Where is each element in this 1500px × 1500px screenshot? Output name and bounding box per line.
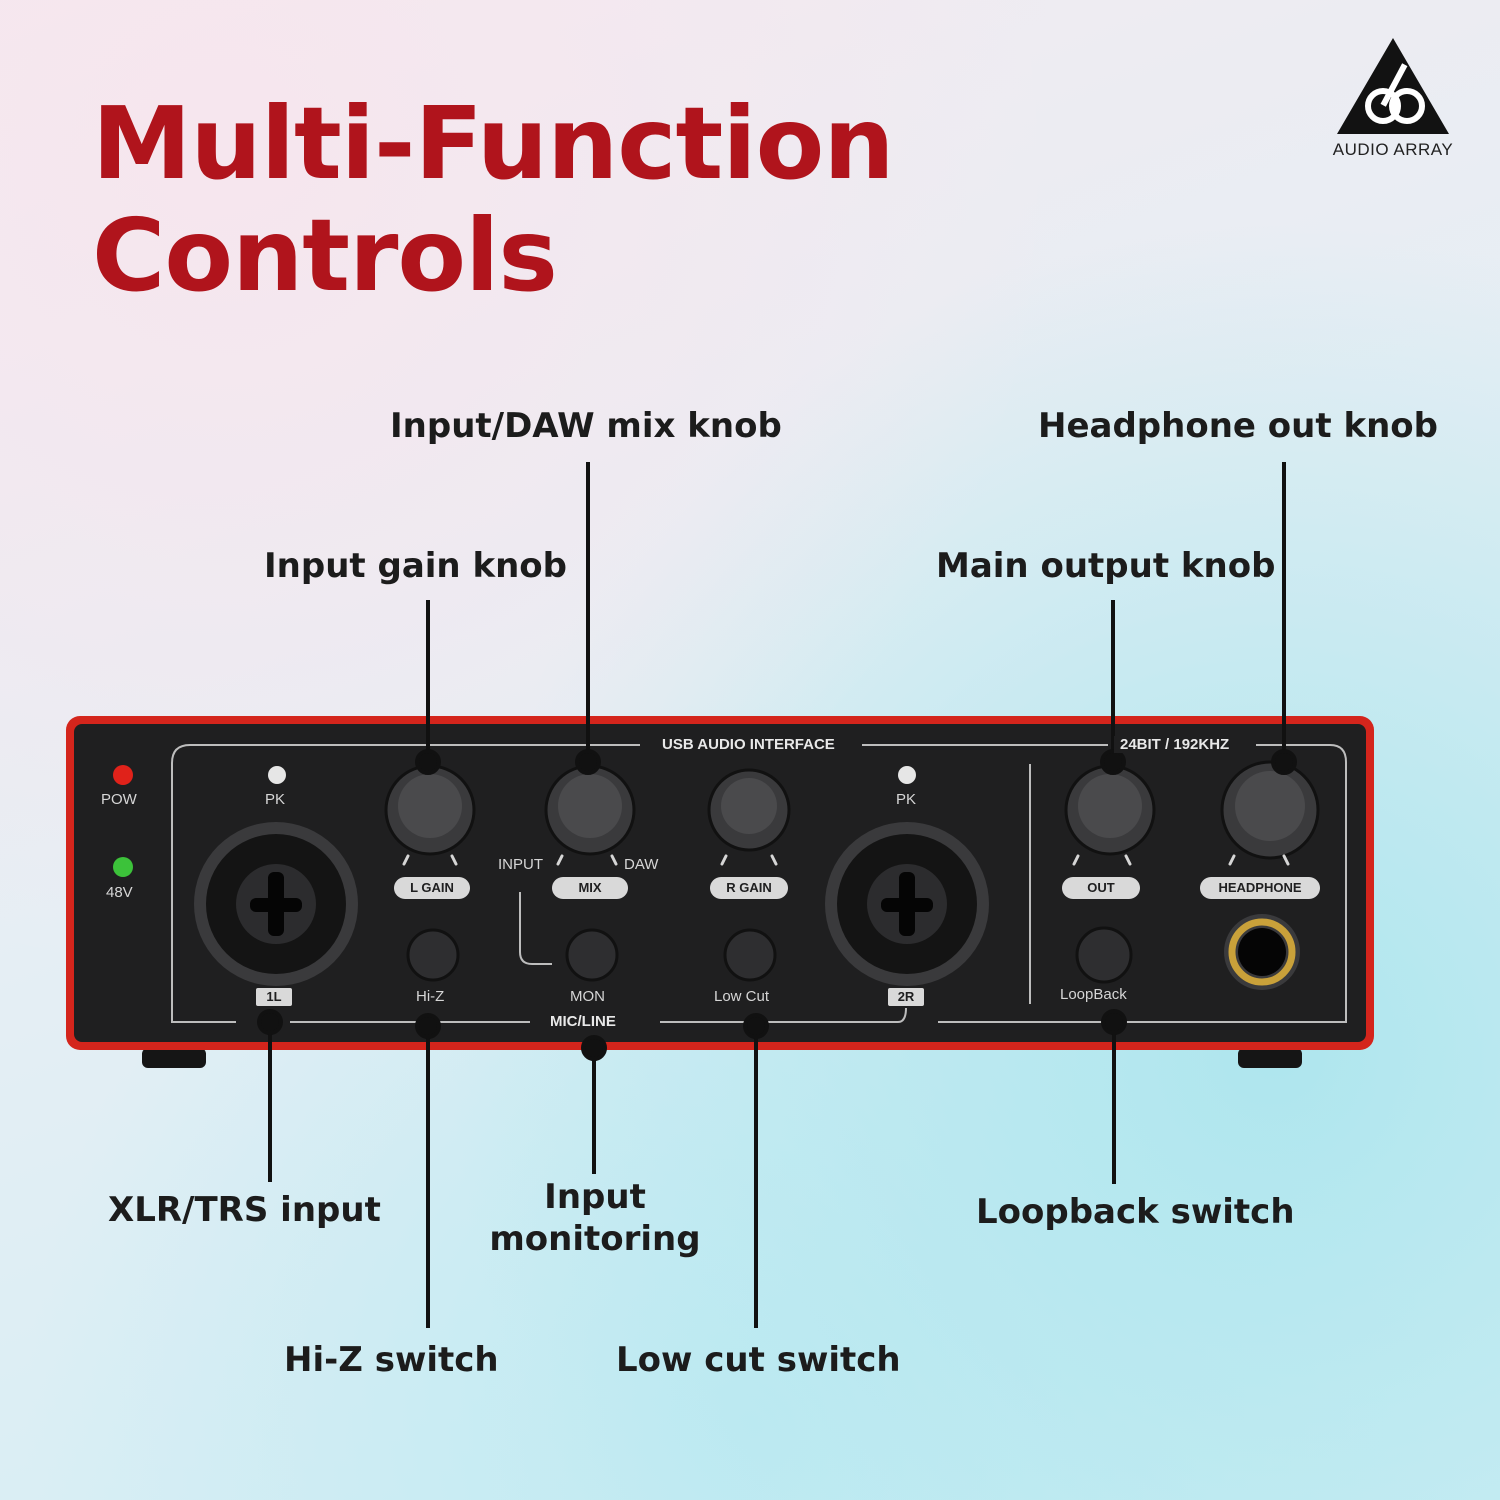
- pow-led-icon: [113, 765, 133, 785]
- combo-jack-left-icon: [194, 822, 358, 986]
- headline-line-1: Multi-Function: [92, 85, 895, 202]
- device-foot-left: [142, 1048, 206, 1068]
- ch1-tag: 1L: [256, 988, 292, 1006]
- callout-xlr-trs: XLR/TRS input: [108, 1190, 381, 1230]
- headphone-jack-icon: [1224, 914, 1300, 990]
- callout-input-gain: Input gain knob: [264, 546, 567, 586]
- mon-label: MON: [570, 988, 605, 1005]
- daw-label: DAW: [624, 856, 659, 873]
- triangle-logo-icon: [1337, 38, 1449, 134]
- usb-interface-label: USB AUDIO INTERFACE: [656, 736, 841, 753]
- low-cut-button-icon: [723, 928, 777, 982]
- input-label: INPUT: [498, 856, 543, 873]
- headline-line-2: Controls: [92, 197, 558, 314]
- loopback-label: LoopBack: [1060, 986, 1127, 1003]
- callout-loopback: Loopback switch: [976, 1192, 1295, 1232]
- callout-low-cut: Low cut switch: [616, 1340, 901, 1380]
- ch2-tag: 2R: [888, 988, 924, 1006]
- l-gain-label: L GAIN: [394, 877, 470, 899]
- pow-label: POW: [101, 791, 137, 808]
- callout-headphone: Headphone out knob: [1038, 406, 1438, 446]
- brand-logo: AUDIO ARRAY: [1318, 36, 1468, 160]
- mic-line-label: MIC/LINE: [546, 1013, 620, 1030]
- callout-main-output: Main output knob: [936, 546, 1276, 586]
- out-label: OUT: [1062, 877, 1140, 899]
- headphone-label: HEADPHONE: [1200, 877, 1320, 899]
- low-cut-label: Low Cut: [714, 988, 770, 1005]
- callout-hi-z: Hi-Z switch: [284, 1340, 499, 1380]
- r-gain-label: R GAIN: [710, 877, 788, 899]
- pk-right-label: PK: [896, 791, 917, 808]
- spec-label: 24BIT / 192KHZ: [1114, 736, 1236, 753]
- hi-z-button-icon: [406, 928, 460, 982]
- 48v-label: 48V: [106, 884, 133, 901]
- combo-jack-right-icon: [825, 822, 989, 986]
- pk-left-led-icon: [268, 766, 286, 784]
- callout-monitoring-line-2: monitoring: [489, 1219, 701, 1259]
- pk-right-led-icon: [898, 766, 916, 784]
- callout-input-monitoring: Input monitoring: [470, 1176, 720, 1260]
- headline: Multi-Function Controls: [92, 85, 895, 314]
- device-foot-right: [1238, 1048, 1302, 1068]
- callout-daw-mix: Input/DAW mix knob: [390, 406, 782, 446]
- loopback-button-icon: [1075, 926, 1133, 984]
- phantom-led-icon: [113, 857, 133, 877]
- brand-name: AUDIO ARRAY: [1332, 140, 1454, 159]
- pk-left-label: PK: [265, 791, 286, 808]
- hi-z-label: Hi-Z: [416, 988, 445, 1005]
- mon-button-icon: [565, 928, 619, 982]
- mix-label: MIX: [552, 877, 628, 899]
- callout-monitoring-line-1: Input: [544, 1177, 646, 1217]
